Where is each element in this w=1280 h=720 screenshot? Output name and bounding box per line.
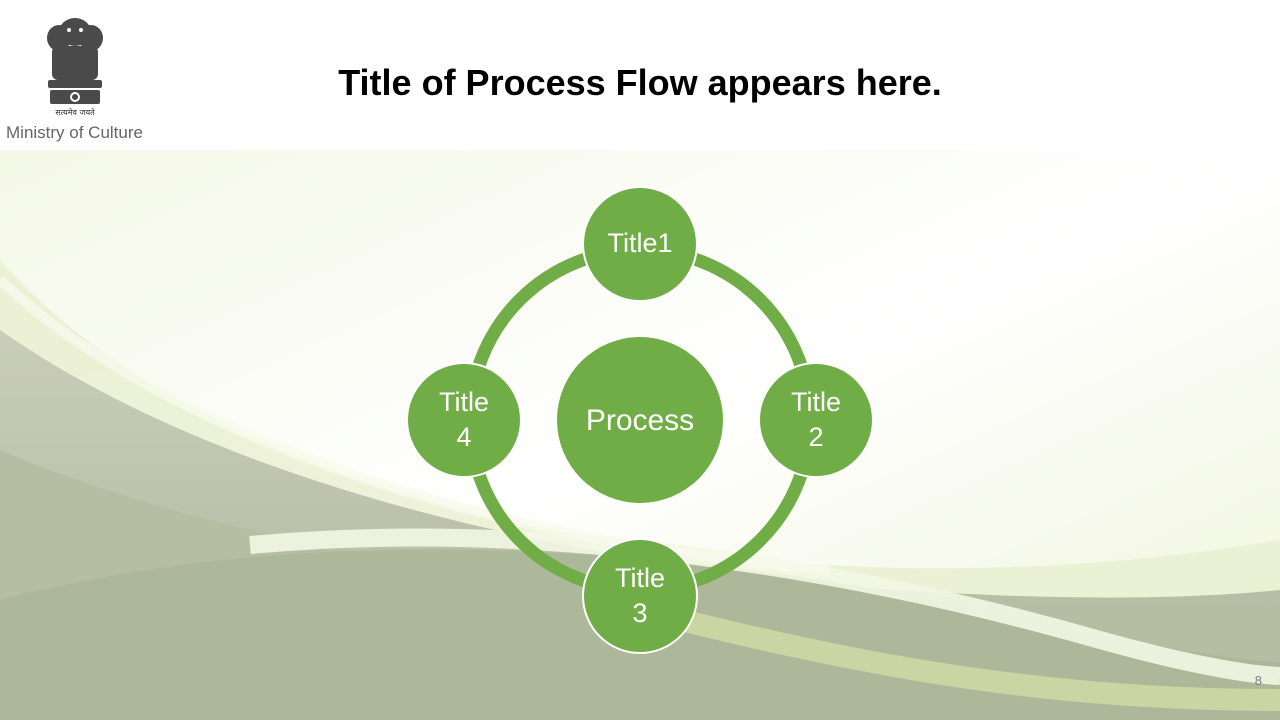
national-emblem-icon — [47, 18, 103, 104]
cycle-node-label: Title 2 — [790, 386, 841, 452]
ministry-label: Ministry of Culture — [6, 123, 143, 142]
cycle-node-2: Title 2 — [758, 362, 874, 478]
cycle-node-label: Title 3 — [614, 562, 665, 628]
cycle-node-4: Title 4 — [406, 362, 522, 478]
cycle-node-label: Title 4 — [438, 386, 489, 452]
center-node-label: Process — [585, 403, 695, 437]
cycle-node-3: Title 3 — [582, 538, 698, 654]
cycle-node-1: Title1 — [582, 186, 698, 302]
center-node-process: Process — [557, 337, 723, 503]
slide-number: 8 — [1254, 673, 1262, 688]
cycle-node-label: Title1 — [607, 228, 673, 259]
page-title: Title of Process Flow appears here. — [338, 62, 942, 103]
emblem-motto: सत्यमेव जयते — [55, 108, 95, 117]
